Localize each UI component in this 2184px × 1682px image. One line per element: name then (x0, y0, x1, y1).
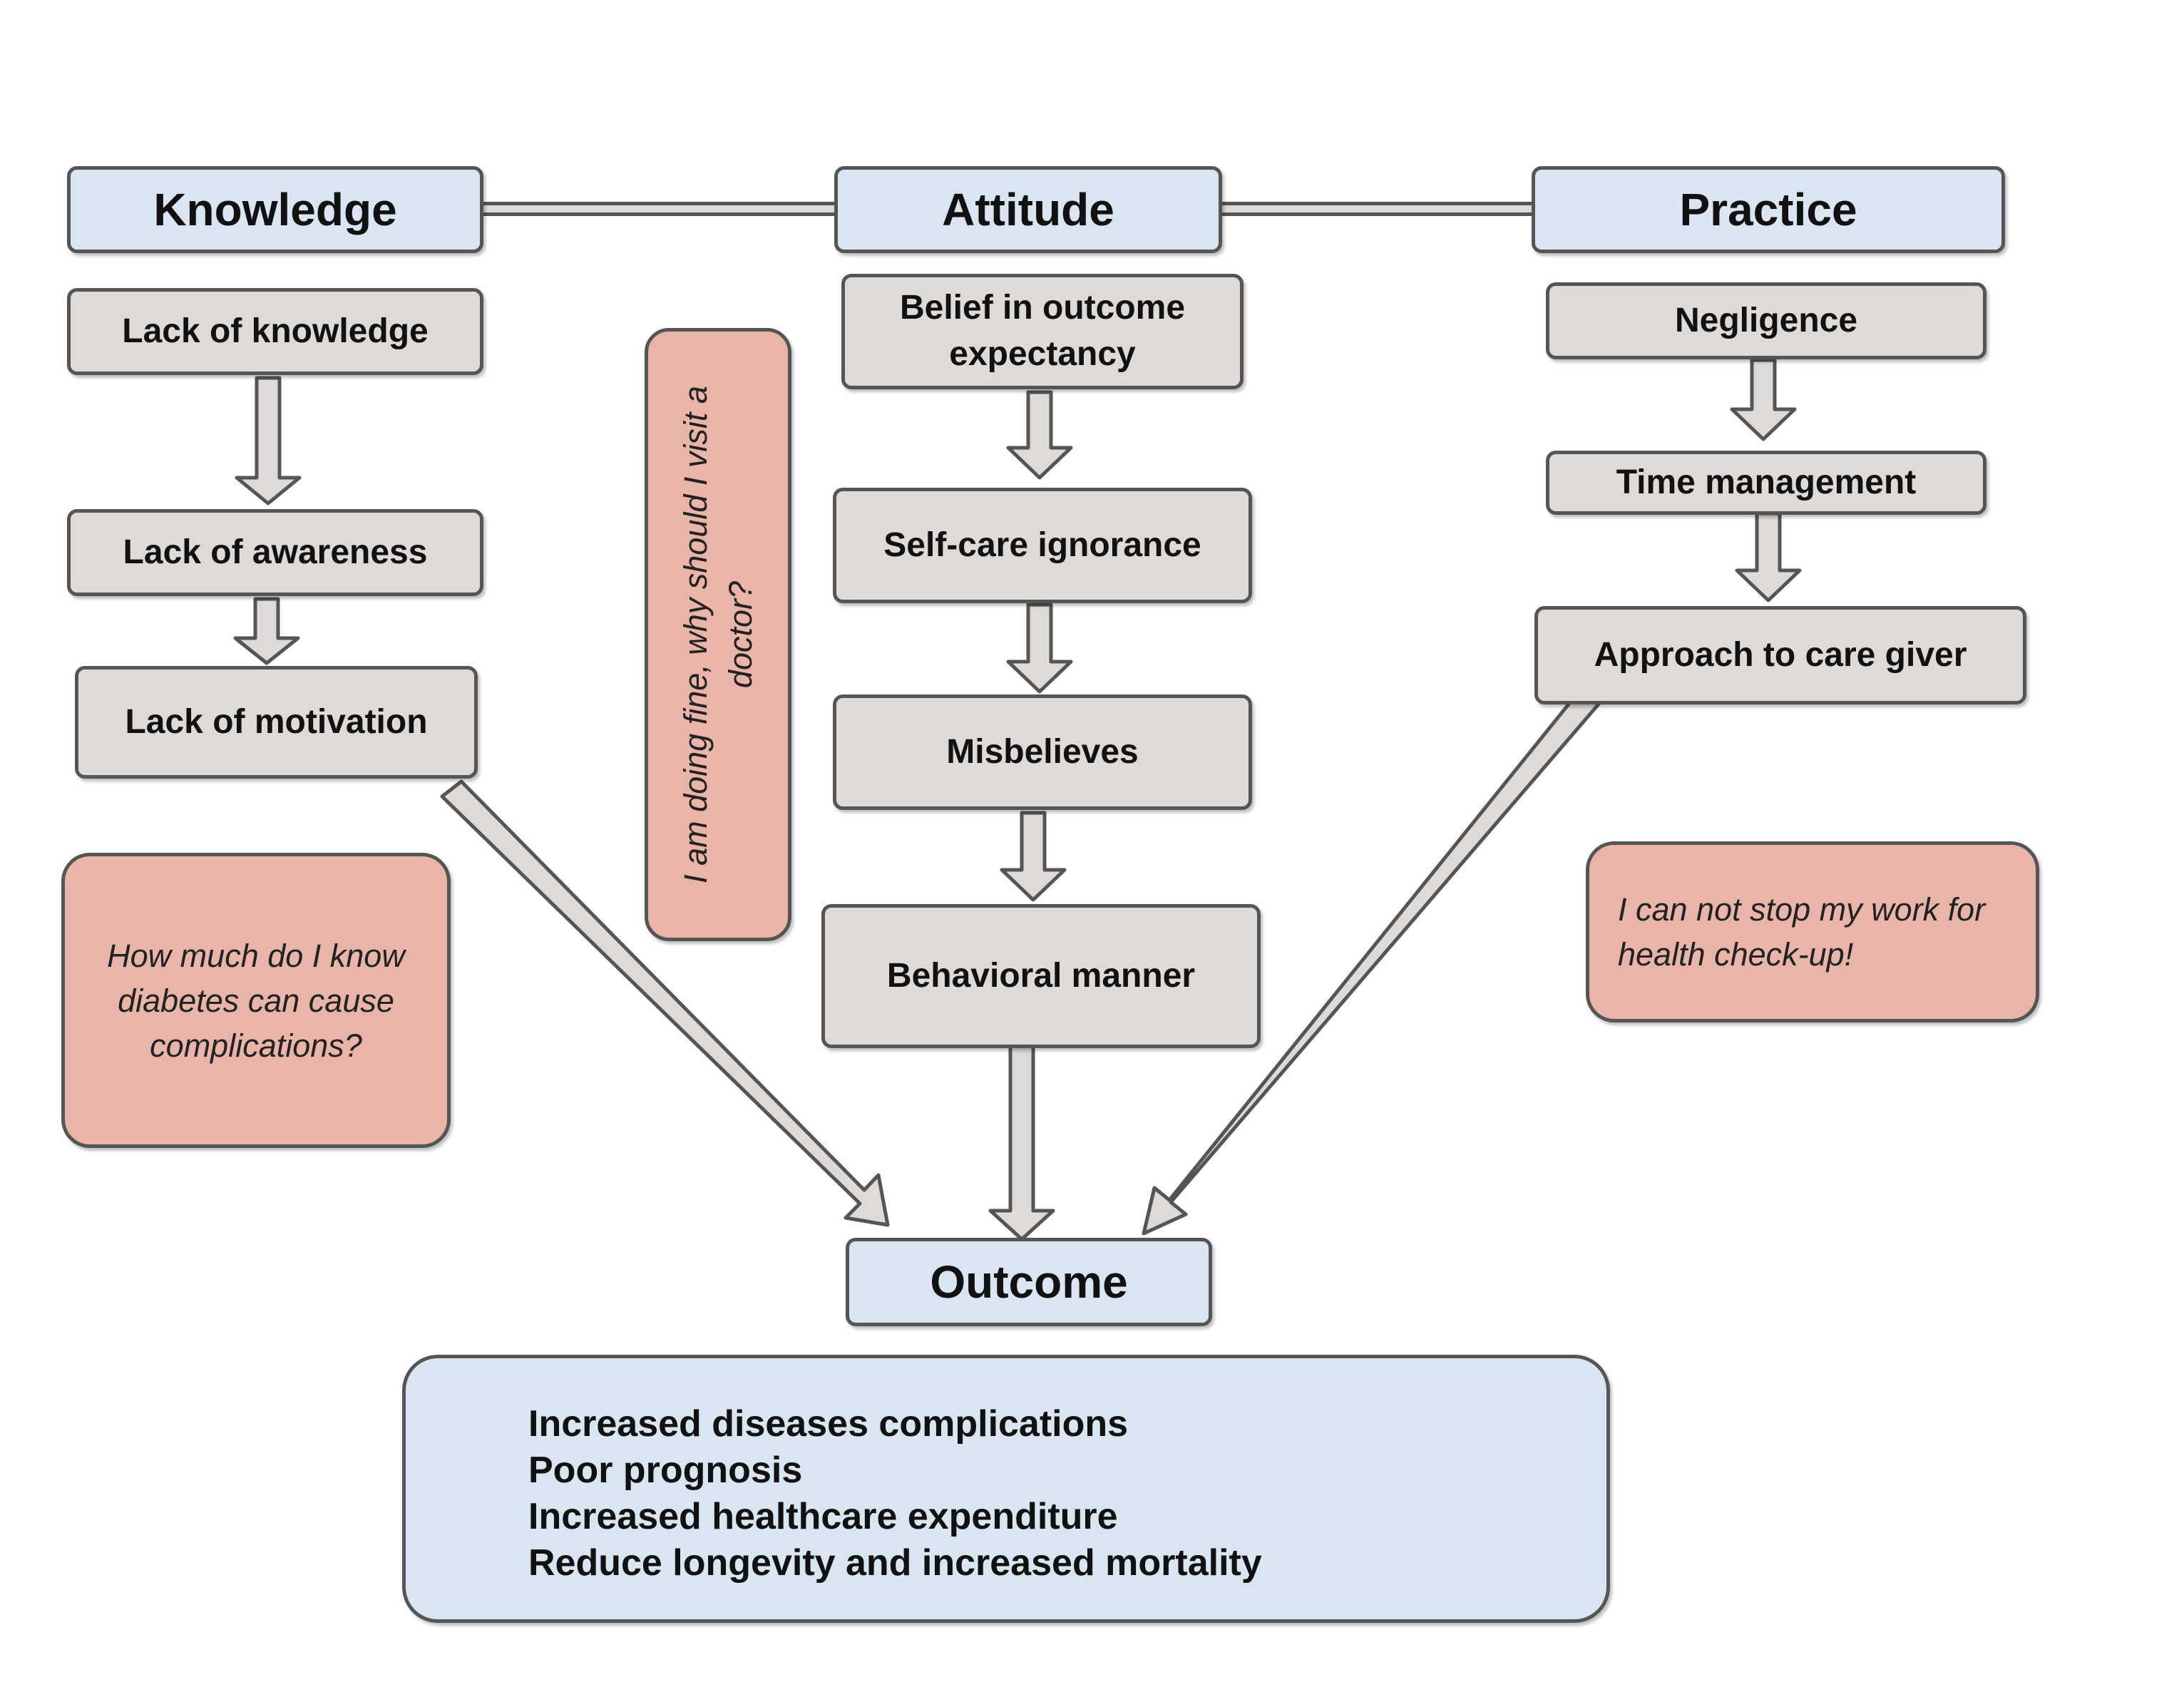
outcome-item: Poor prognosis (528, 1450, 803, 1491)
outcome-list-box: Increased diseases complications Poor pr… (402, 1355, 1610, 1623)
step-approach-to-care-giver: Approach to care giver (1534, 606, 2026, 704)
arrow-attitude-to-outcome (988, 1040, 1055, 1241)
step-belief-in-outcome-expectancy: Belief in outcome expectancy (841, 274, 1244, 389)
header-outcome: Outcome (846, 1238, 1212, 1326)
arrow-knowledge-to-outcome (440, 779, 890, 1227)
outcome-item: Reduce longevity and increased mortality (528, 1542, 1262, 1584)
quote-attitude: I am doing fine, why should I visit a do… (645, 328, 791, 941)
step-self-care-ignorance: Self-care ignorance (833, 488, 1252, 603)
header-practice: Practice (1532, 166, 2005, 253)
outcome-item: Increased healthcare expenditure (528, 1496, 1118, 1537)
step-misbelieves: Misbelieves (833, 694, 1252, 810)
header-attitude: Attitude (834, 166, 1222, 253)
step-lack-of-knowledge: Lack of knowledge (67, 288, 483, 375)
arrow-practice-1 (1730, 358, 1797, 441)
outcome-item: Increased diseases complications (528, 1403, 1129, 1445)
arrow-knowledge-1 (235, 376, 302, 506)
header-knowledge: Knowledge (67, 166, 483, 253)
arrow-attitude-2 (1006, 602, 1073, 694)
step-lack-of-motivation: Lack of motivation (75, 666, 478, 779)
step-time-management: Time management (1546, 451, 1986, 515)
step-behavioral-manner: Behavioral manner (821, 904, 1261, 1048)
arrow-practice-2 (1735, 511, 1802, 602)
arrow-attitude-1 (1006, 390, 1073, 480)
arrow-practice-to-outcome (1142, 685, 1603, 1236)
outcome-list: Increased diseases complications Poor pr… (528, 1401, 1262, 1586)
quote-knowledge: How much do I know diabetes can cause co… (61, 853, 451, 1148)
arrow-attitude-3 (1000, 811, 1067, 902)
step-negligence: Negligence (1546, 282, 1986, 359)
quote-practice: I can not stop my work for health check-… (1586, 841, 2039, 1022)
arrow-knowledge-2 (233, 597, 300, 665)
quote-attitude-text: I am doing fine, why should I visit a do… (677, 386, 759, 883)
step-lack-of-awareness: Lack of awareness (67, 509, 483, 596)
